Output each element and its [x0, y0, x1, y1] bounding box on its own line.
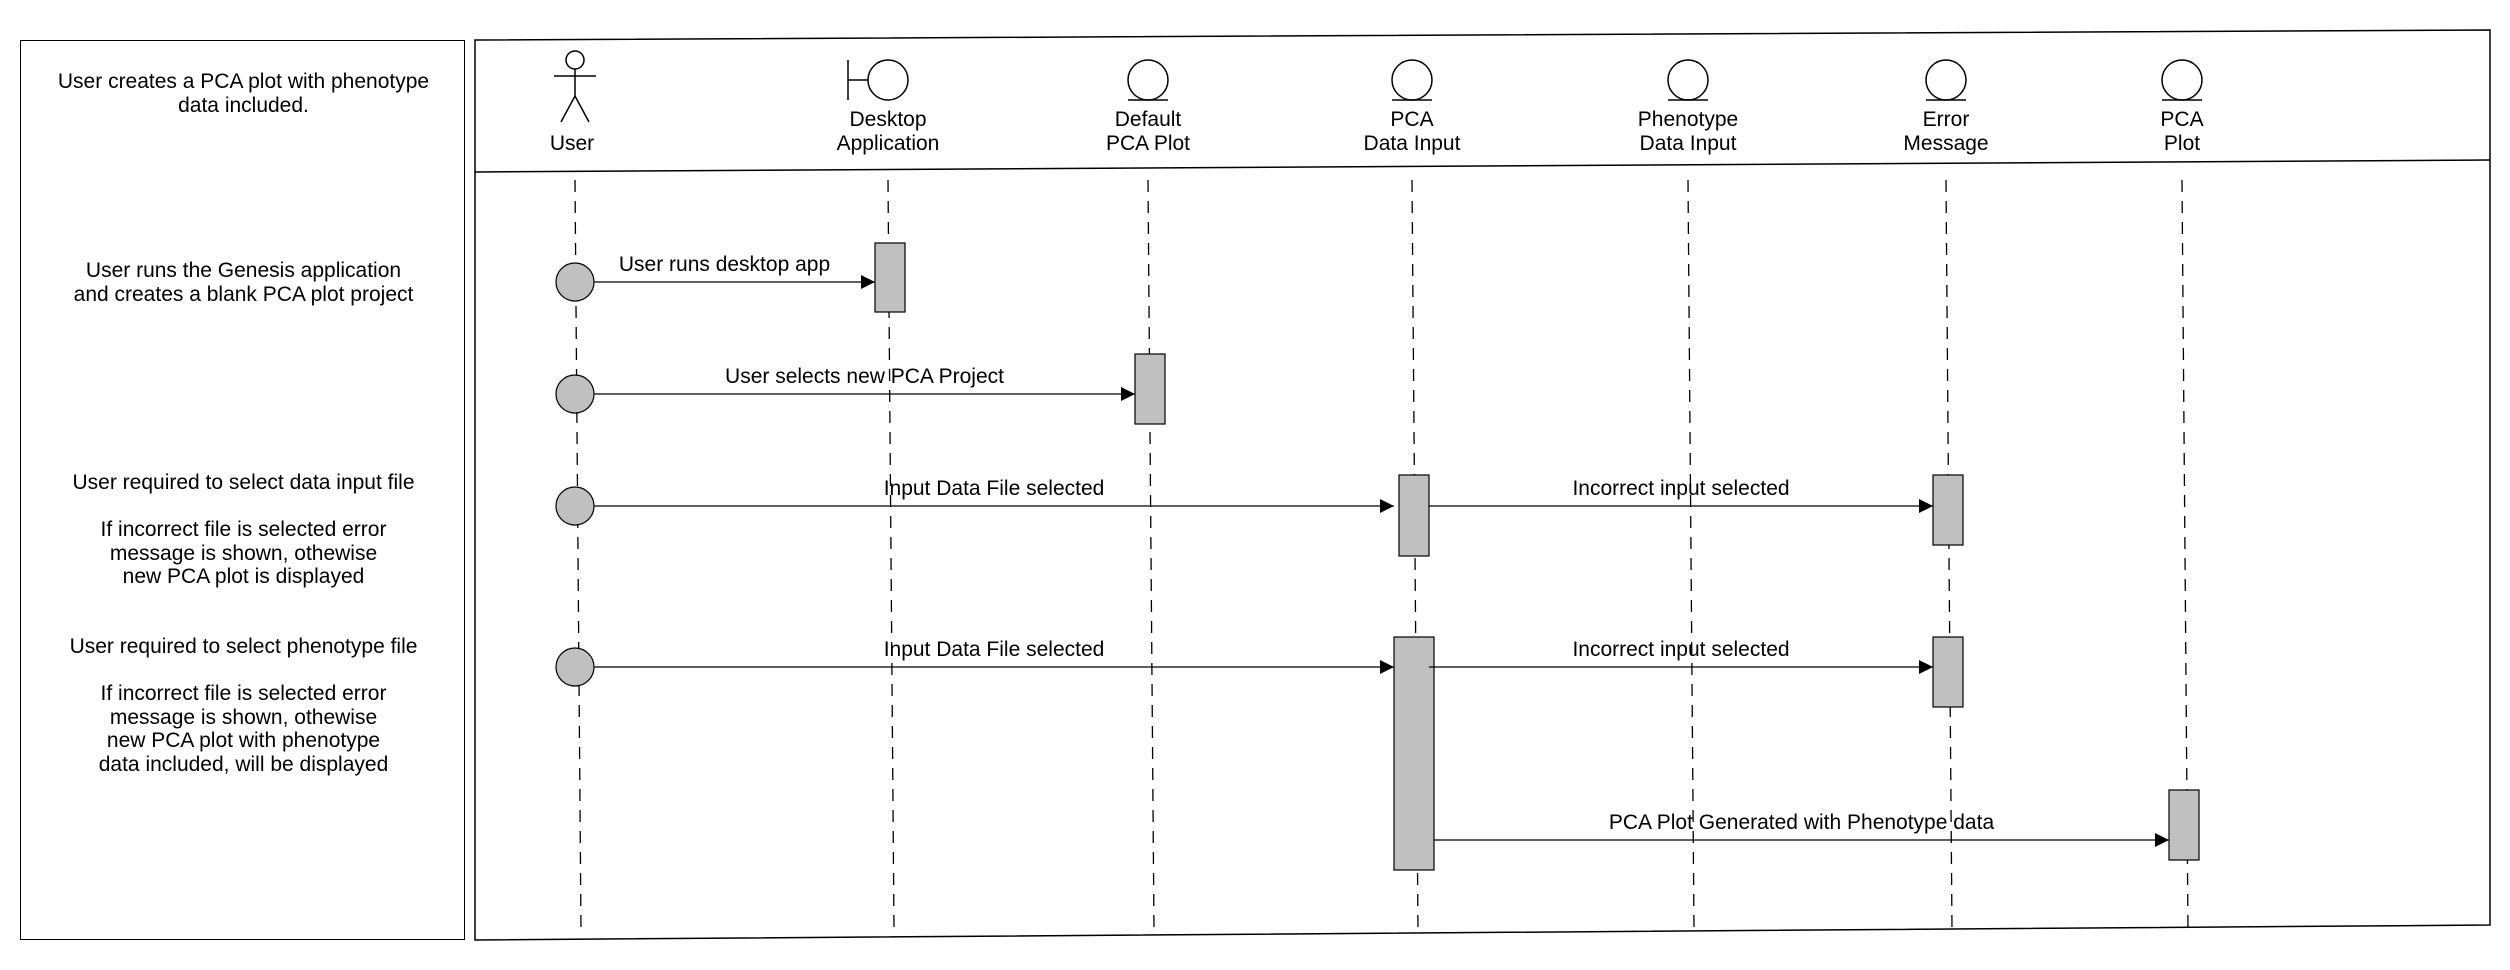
scenario-note-launch: User runs the Genesis application and cr…	[73, 259, 414, 306]
header-divider	[474, 159, 2491, 173]
activation-box	[1932, 636, 1964, 708]
lifeline-label: Plot	[2164, 132, 2200, 155]
diagram-frame	[474, 29, 2491, 941]
lifeline-label: User	[550, 132, 594, 155]
start-marker	[555, 647, 595, 687]
message-0: User runs desktop app	[555, 253, 875, 302]
lifeline-label: Data Input	[1640, 132, 1737, 155]
activation-box	[2168, 789, 2200, 861]
activation-box	[1393, 636, 1435, 871]
scenario-notes-panel: User creates a PCA plot with phenotype d…	[20, 40, 465, 940]
activation-box	[1398, 474, 1430, 557]
message-1: User selects new PCA Project	[555, 365, 1135, 414]
message-label: Incorrect input selected	[1572, 638, 1789, 661]
activation-box	[874, 242, 906, 313]
lifeline-label: Message	[1903, 132, 1988, 155]
activation-box	[1134, 353, 1166, 425]
lifeline-label: Phenotype	[1638, 108, 1738, 131]
scenario-note-overview: User creates a PCA plot with phenotype d…	[57, 70, 430, 117]
message-6: PCA Plot Generated with Phenotype data	[1434, 811, 2169, 847]
activation-box	[1932, 474, 1964, 546]
message-4: Input Data File selected	[555, 638, 1394, 687]
lifeline-label: Default	[1115, 108, 1182, 131]
message-label: Input Data File selected	[884, 477, 1105, 500]
lifeline-label: Application	[837, 132, 940, 155]
lifeline-label: PCA Plot	[1106, 132, 1190, 155]
lifeline-dash	[1147, 179, 1155, 931]
actor-leg-left	[560, 95, 576, 123]
lifeline-label: Error	[1923, 108, 1970, 131]
entity-icon	[1391, 59, 1433, 101]
start-marker	[555, 486, 595, 526]
scenario-note-data-input: User required to select data input file …	[72, 471, 415, 588]
scenario-note-phenotype-input: User required to select phenotype file I…	[69, 635, 418, 776]
message-5: Incorrect input selected	[1429, 638, 1933, 674]
message-2: Input Data File selected	[555, 477, 1394, 526]
message-label: User runs desktop app	[619, 253, 830, 276]
entity-icon	[1127, 59, 1169, 101]
message-label: PCA Plot Generated with Phenotype data	[1609, 811, 1995, 834]
lifeline-label: Data Input	[1364, 132, 1461, 155]
message-3: Incorrect input selected	[1429, 477, 1933, 513]
start-marker	[555, 262, 595, 302]
message-label: Input Data File selected	[884, 638, 1105, 661]
boundary-icon	[867, 59, 909, 101]
actor-icon	[565, 50, 585, 70]
entity-icon	[2161, 59, 2203, 101]
lifeline-label: PCA	[1390, 108, 1433, 131]
entity-icon	[1667, 59, 1709, 101]
actor-leg-right	[574, 95, 590, 123]
message-label: Incorrect input selected	[1572, 477, 1789, 500]
lifeline-label: Desktop	[849, 108, 926, 131]
lifeline-label: PCA	[2160, 108, 2203, 131]
start-marker	[555, 374, 595, 414]
message-label: User selects new PCA Project	[725, 365, 1004, 388]
lifeline-0: User	[550, 50, 596, 931]
entity-icon	[1925, 59, 1967, 101]
